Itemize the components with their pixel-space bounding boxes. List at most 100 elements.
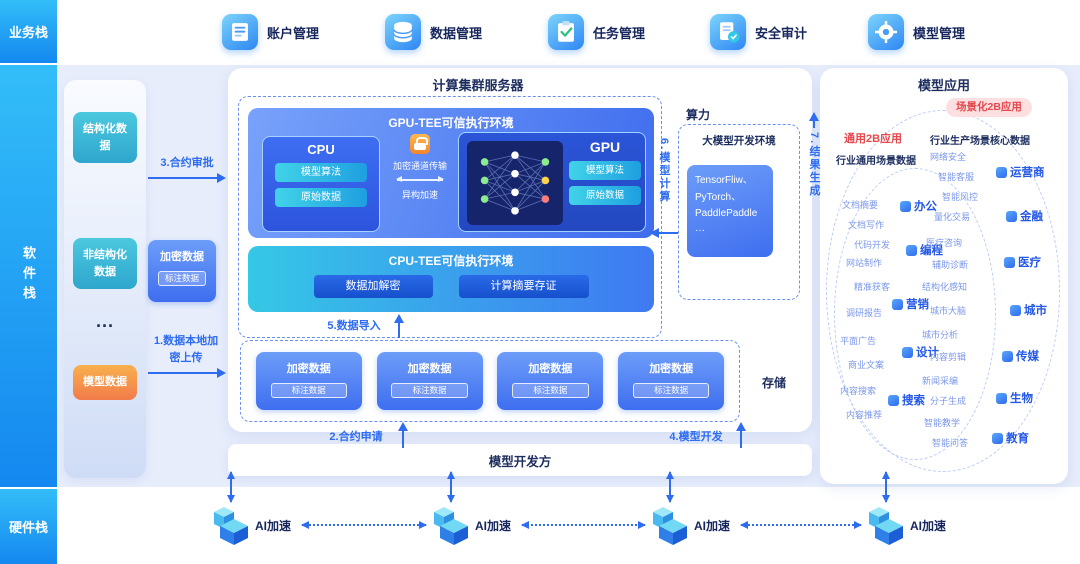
dev-environment-title: 大模型开发环境 xyxy=(702,135,776,147)
account-icon xyxy=(222,14,258,50)
structured-data-box: 结构化数据 xyxy=(73,112,137,163)
cpu-tee-environment: CPU-TEE可信执行环境 数据加解密 计算摘要存证 xyxy=(248,246,654,312)
chip-cube-icon xyxy=(434,507,468,545)
feature-label: 调研报告 xyxy=(846,308,883,318)
category-icon xyxy=(1002,350,1013,362)
feature-label: 辅助诊断 xyxy=(932,260,969,270)
arrow-data-import xyxy=(394,314,404,338)
arrow-result-generate xyxy=(809,112,819,128)
outer-dashed-ellipse xyxy=(826,110,1060,472)
encrypted-data-box: 加密数据 标注数据 xyxy=(618,352,725,410)
flow-step7-label: 7.结果生成 xyxy=(808,132,820,198)
feature-label: 文档写作 xyxy=(848,220,885,230)
arrow-model-compute xyxy=(650,228,678,238)
category-icon xyxy=(996,392,1007,404)
accel-label: 异构加速 xyxy=(401,190,438,200)
feature-label: 智能教学 xyxy=(924,418,961,428)
chip-cube-icon xyxy=(869,507,903,545)
feature-label: 智能问答 xyxy=(932,438,969,448)
category-label: 搜索 xyxy=(902,395,925,407)
chip-cube-icon xyxy=(653,507,687,545)
unstructured-data-box: 非结构化数据 xyxy=(73,238,137,289)
ai-accelerator-chip: AI加速 xyxy=(434,505,511,545)
labeled-data-pill: 标注数据 xyxy=(633,383,710,398)
gpu-tee-title: GPU-TEE可信执行环境 xyxy=(388,116,514,130)
feature-label: 网站制作 xyxy=(846,258,883,268)
flow-step4-label: 4.模型开发 xyxy=(669,431,723,443)
model-developer-label: 模型开发方 xyxy=(488,454,552,469)
category-label: 设计 xyxy=(916,347,939,359)
encrypted-data-title: 加密数据 xyxy=(528,363,573,375)
feature-label: 精准获客 xyxy=(854,282,891,292)
inner-dashed-ellipse xyxy=(834,168,996,460)
feature-label: 城市分析 xyxy=(922,330,959,340)
ai-accelerator-chip: AI加速 xyxy=(869,505,946,545)
labeled-data-pill: 标注数据 xyxy=(391,383,468,398)
feature-label: 文档摘要 xyxy=(842,200,879,210)
arrow-model-develop xyxy=(736,422,746,448)
hw-link-arrow xyxy=(666,471,674,503)
cpu-tee-title: CPU-TEE可信执行环境 xyxy=(388,254,514,268)
lock-icon xyxy=(410,134,430,154)
category-label: 编程 xyxy=(920,245,943,257)
ai-accel-label: AI加速 xyxy=(694,518,731,533)
cpu-label: CPU xyxy=(307,142,335,157)
feature-label: 分子生成 xyxy=(930,396,967,406)
bidirectional-arrow-icon xyxy=(396,176,444,182)
tee-dashed-area xyxy=(238,96,662,338)
nav-item-label: 数据管理 xyxy=(430,25,483,41)
nav-item-label: 模型管理 xyxy=(913,25,966,41)
category-education: 教育 xyxy=(992,430,1029,446)
chip-connector xyxy=(521,521,646,529)
feature-label: 医疗咨询 xyxy=(926,238,963,248)
model-algorithm-pill: 模型算法 xyxy=(569,161,641,180)
category-media: 传媒 xyxy=(1002,348,1039,364)
nav-item-label: 任务管理 xyxy=(593,25,646,41)
feature-label: 内容搜索 xyxy=(840,386,877,396)
neural-network-graphic xyxy=(467,141,563,225)
encrypted-data-box: 加密数据 标注数据 xyxy=(376,352,483,410)
nav-item-audit[interactable]: 安全审计 xyxy=(710,13,807,51)
gpu-chip: GPU 模型算法 原始数据 xyxy=(458,132,646,232)
labeled-data-pill: 标注数据 xyxy=(512,383,589,398)
model-algorithm-pill: 模型算法 xyxy=(275,163,367,182)
gear-icon xyxy=(868,14,904,50)
category-medical: 医疗 xyxy=(1004,254,1041,270)
database-icon xyxy=(385,14,421,50)
cpu-chip: CPU 模型算法 原始数据 xyxy=(262,136,380,232)
gpu-label: GPU xyxy=(589,139,621,155)
category-biology: 生物 xyxy=(996,390,1033,406)
feature-label: 代码开发 xyxy=(854,240,891,250)
feature-label: 商业文案 xyxy=(848,360,885,370)
category-icon xyxy=(996,166,1007,178)
category-city: 城市 xyxy=(1010,302,1047,318)
category-label: 生物 xyxy=(1010,393,1033,405)
data-encrypt-decrypt-button: 数据加解密 xyxy=(313,275,433,298)
category-label: 办公 xyxy=(914,201,937,213)
nav-item-model[interactable]: 模型管理 xyxy=(868,13,965,51)
category-label: 运营商 xyxy=(1010,167,1045,179)
chip-cube-icon xyxy=(214,507,248,545)
category-icon xyxy=(1010,304,1021,316)
compute-dashed-area: 大模型开发环境 TensorFliw、PyTorch、PaddlePaddle … xyxy=(678,124,800,300)
category-label: 城市 xyxy=(1024,305,1047,317)
nav-item-task[interactable]: 任务管理 xyxy=(548,13,645,51)
nav-item-account[interactable]: 账户管理 xyxy=(222,13,319,51)
ai-accelerator-chip: AI加速 xyxy=(653,505,730,545)
hw-link-arrow xyxy=(227,471,235,503)
labeled-data-pill: 标注数据 xyxy=(157,271,207,286)
category-icon xyxy=(906,244,917,256)
category-label: 医疗 xyxy=(1018,257,1041,269)
nav-item-data[interactable]: 数据管理 xyxy=(385,13,482,51)
category-icon xyxy=(992,432,1003,444)
feature-label: 智能风控 xyxy=(942,192,979,202)
encrypted-channel-column: 加密通道传输 异构加速 xyxy=(388,134,452,201)
data-sources-panel: 结构化数据 非结构化数据 ··· 模型数据 xyxy=(64,80,146,478)
ai-accel-label: AI加速 xyxy=(255,518,292,533)
general-2b-tag: 通用2B应用 xyxy=(844,133,903,145)
labeled-data-pill: 标注数据 xyxy=(270,383,347,398)
category-search: 搜索 xyxy=(888,392,925,408)
feature-label: 内容剪辑 xyxy=(930,352,967,362)
nav-item-label: 账户管理 xyxy=(267,25,320,41)
arrow-contract-apply xyxy=(398,422,408,448)
